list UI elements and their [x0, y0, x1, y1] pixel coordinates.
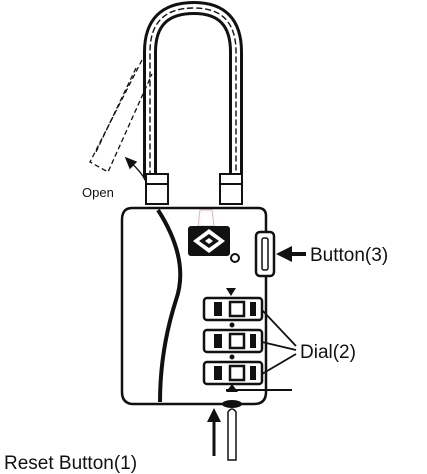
shackle-collars [145, 173, 243, 205]
side-button[interactable] [254, 230, 276, 278]
dial-3 [202, 360, 264, 386]
button-arrow-icon [276, 246, 306, 262]
dial-indicator-icon [226, 288, 236, 296]
cable-shackle [143, 0, 243, 183]
label-reset-button: Reset Button(1) [4, 453, 137, 474]
tsa-diamond-logo-icon [188, 226, 230, 256]
dial-1 [202, 296, 264, 322]
open-position-outline [89, 59, 153, 173]
label-button: Button(3) [310, 245, 388, 266]
bottom-marker [226, 384, 292, 392]
dial-2 [202, 328, 264, 354]
label-open: Open [82, 185, 114, 200]
label-dial: Dial(2) [300, 342, 356, 363]
combination-dials[interactable] [202, 296, 264, 386]
reset-button[interactable] [222, 400, 242, 461]
dial-callout-lines [261, 309, 297, 375]
reset-arrow-icon [207, 408, 221, 456]
keyhole-icon [230, 253, 240, 263]
lock-body [120, 206, 268, 406]
